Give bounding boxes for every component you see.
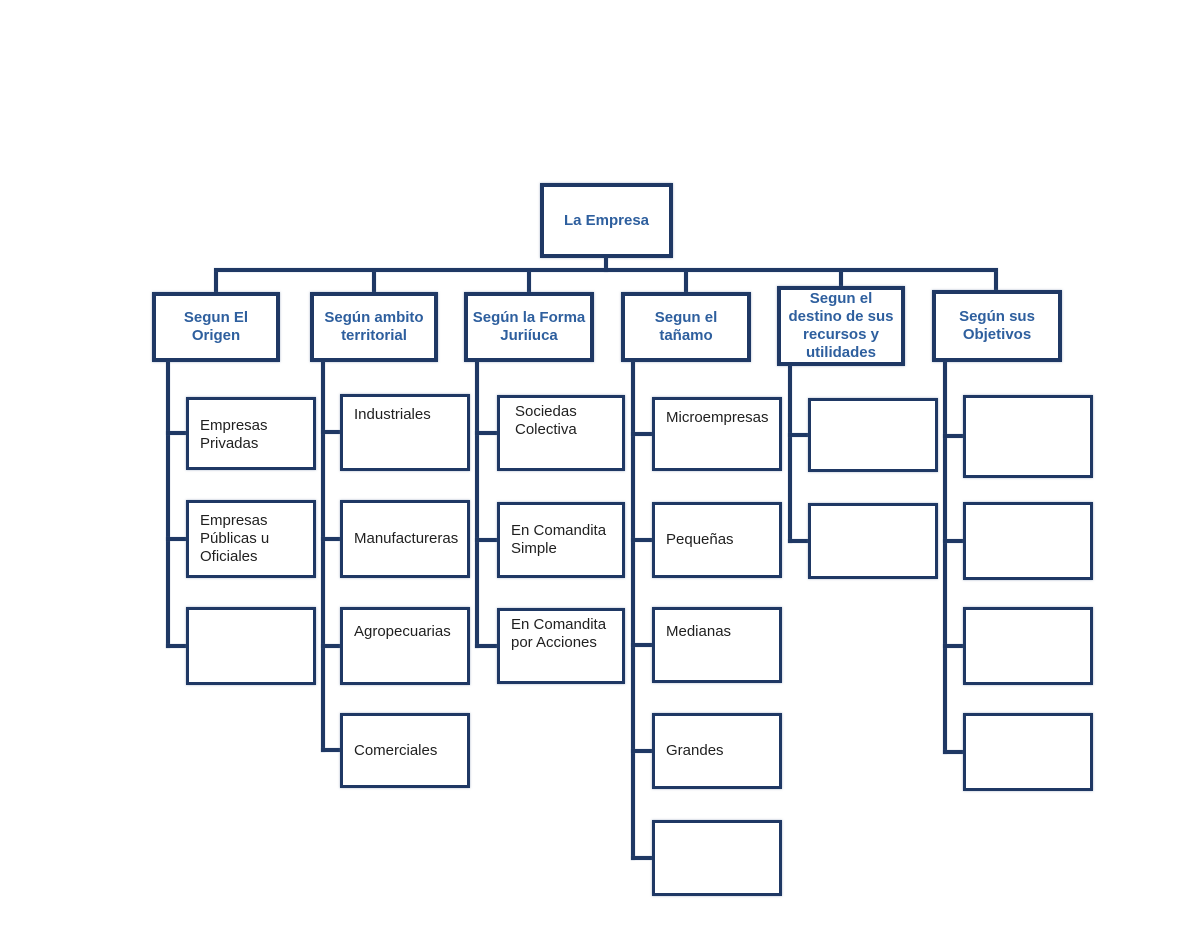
connector-header-stub-4 [684, 272, 688, 292]
connector-child-stub [943, 644, 963, 648]
child-box-medianas: Medianas [652, 607, 782, 683]
child-box-empty [963, 502, 1093, 580]
child-box-empresas-privadas: Empresas Privadas [186, 397, 316, 470]
connector-spine-4 [631, 362, 635, 860]
connector-child-stub [631, 856, 652, 860]
child-box-comandita-simple: En Comandita Simple [497, 502, 625, 578]
child-box-empresas-publicas: Empresas Públicas u Oficiales [186, 500, 316, 578]
child-box-empty [963, 713, 1093, 791]
connector-header-stub-3 [527, 272, 531, 292]
root-box-la-empresa: La Empresa [540, 183, 673, 258]
child-box-agropecuarias: Agropecuarias [340, 607, 470, 685]
connector-child-stub [321, 537, 340, 541]
connector-child-stub [166, 644, 186, 648]
child-box-empty [652, 820, 782, 896]
child-box-empty [808, 503, 938, 579]
connector-child-stub [475, 644, 497, 648]
branch-header-destino-recursos: Segun el destino de sus recursos y utili… [777, 286, 905, 366]
connector-child-stub [943, 539, 963, 543]
connector-child-stub [631, 643, 652, 647]
child-box-comerciales: Comerciales [340, 713, 470, 788]
child-box-empty [186, 607, 316, 685]
connector-header-stub-6 [994, 272, 998, 290]
branch-header-objetivos: Según sus Objetivos [932, 290, 1062, 362]
connector-header-stub-2 [372, 272, 376, 292]
connector-child-stub [166, 431, 186, 435]
connector-top-horizontal [214, 268, 998, 272]
connector-spine-3 [475, 362, 479, 648]
connector-root-stub [604, 258, 608, 272]
connector-header-stub-1 [214, 272, 218, 292]
connector-spine-2 [321, 362, 325, 752]
connector-child-stub [788, 433, 808, 437]
connector-child-stub [321, 748, 340, 752]
child-box-empty [808, 398, 938, 472]
connector-header-stub-5 [839, 272, 843, 286]
child-box-industriales: Industriales [340, 394, 470, 471]
child-box-comandita-acciones: En Comandita por Acciones [497, 608, 625, 684]
connector-spine-6 [943, 362, 947, 754]
connector-child-stub [943, 750, 963, 754]
child-box-microempresas: Microempresas [652, 397, 782, 471]
connector-child-stub [321, 644, 340, 648]
connector-child-stub [166, 537, 186, 541]
connector-child-stub [475, 538, 497, 542]
connector-child-stub [475, 431, 497, 435]
branch-header-origen: Segun El Origen [152, 292, 280, 362]
child-box-empty [963, 395, 1093, 478]
branch-header-tamano: Segun el tañamo [621, 292, 751, 362]
branch-header-ambito-territorial: Según ambito territorial [310, 292, 438, 362]
connector-child-stub [943, 434, 963, 438]
branch-header-forma-juridica: Según la Forma Juriíuca [464, 292, 594, 362]
connector-child-stub [631, 432, 652, 436]
connector-child-stub [631, 749, 652, 753]
child-box-manufactureras: Manufactureras [340, 500, 470, 578]
child-box-grandes: Grandes [652, 713, 782, 789]
child-box-sociedas-colectiva: Sociedas Colectiva [497, 395, 625, 471]
connector-spine-5 [788, 366, 792, 543]
child-box-pequenas: Pequeñas [652, 502, 782, 578]
connector-spine-1 [166, 362, 170, 648]
connector-child-stub [321, 430, 340, 434]
child-box-empty [963, 607, 1093, 685]
connector-child-stub [788, 539, 808, 543]
connector-child-stub [631, 538, 652, 542]
